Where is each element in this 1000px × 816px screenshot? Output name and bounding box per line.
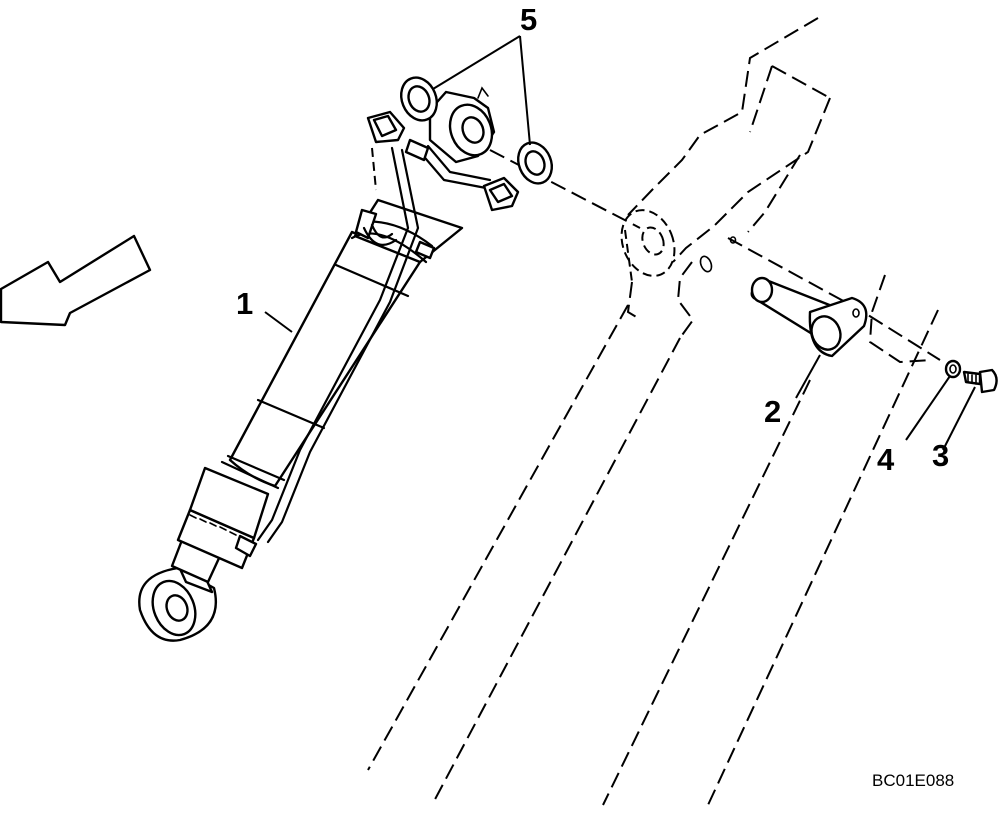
front-direction-arrow: [0, 234, 152, 327]
boom-hole-marker: [729, 236, 737, 244]
lock-washer: [944, 359, 962, 379]
shim-upper: [400, 76, 438, 122]
callout-5: 5: [520, 2, 537, 37]
hydraulic-cylinder: [138, 86, 520, 642]
callout-1: 1: [236, 286, 253, 321]
gland-teeth: [189, 514, 247, 540]
pin-axis-line: [489, 149, 641, 229]
cap-bolt: [962, 368, 998, 394]
drawing-code: BC01E088: [872, 771, 954, 790]
callout-3: 3: [932, 438, 949, 473]
callout-4: 4: [877, 442, 895, 477]
shim-lower: [517, 141, 553, 185]
mounting-pin: [750, 276, 868, 358]
callout-2: 2: [764, 394, 781, 429]
boom-outline: [367, 17, 939, 806]
leader-lines: [264, 35, 976, 451]
boom-hole-marker: [699, 255, 713, 273]
boom-bushing: [620, 209, 676, 283]
